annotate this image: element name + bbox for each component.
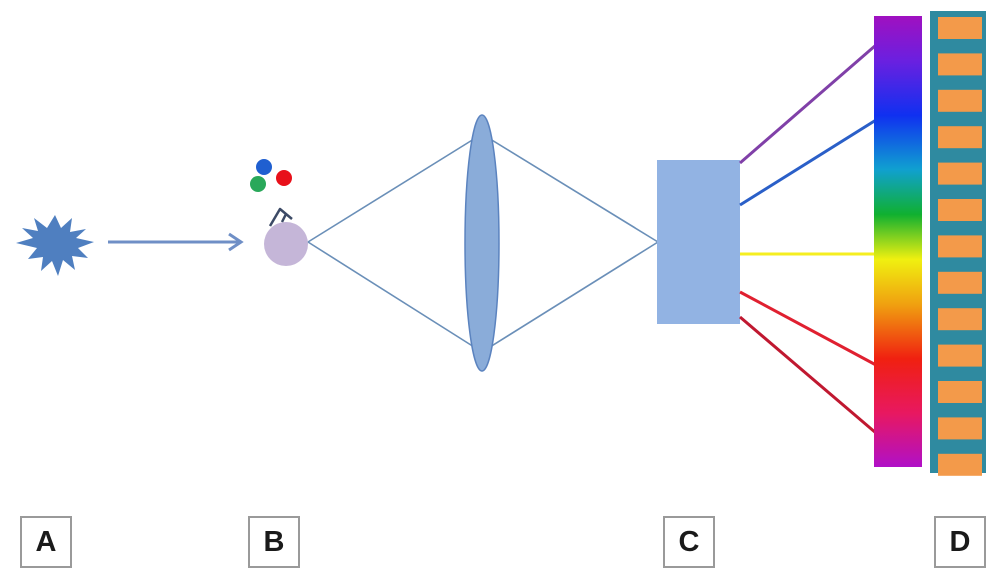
marker-red-icon <box>276 170 292 186</box>
label-c: C <box>663 516 715 568</box>
detector-pixel <box>938 17 982 39</box>
excitation-arrow <box>108 232 244 252</box>
detector-pixel <box>938 235 982 258</box>
detector-pixel <box>938 53 982 76</box>
label-d: D <box>934 516 986 568</box>
label-b: B <box>248 516 300 568</box>
ray-red <box>739 290 877 367</box>
prism-block-icon <box>657 160 740 324</box>
detector-pixel <box>938 308 982 331</box>
ray-blue <box>739 118 877 207</box>
detector-pixel <box>938 162 982 185</box>
dispersed-rays <box>739 43 877 435</box>
ray-darkred <box>739 315 877 435</box>
detector-pixel <box>938 271 982 294</box>
label-a: A <box>20 516 72 568</box>
detector-pixel <box>938 344 982 367</box>
marker-blue-icon <box>256 159 272 175</box>
pixel-array-icon <box>930 11 986 476</box>
rainbow-bar-icon <box>874 16 922 467</box>
detector-pixel <box>938 417 982 440</box>
detector-pixel <box>938 126 982 149</box>
ray-violet <box>739 43 877 165</box>
detector-pixel <box>938 453 982 476</box>
marker-green-icon <box>250 176 266 192</box>
detector-pixel <box>938 89 982 112</box>
starburst-icon <box>16 215 94 276</box>
antibody-icon <box>268 207 293 227</box>
detector-pixel <box>938 381 982 403</box>
light-collection-lines <box>307 133 659 353</box>
cell-with-antibody-icon <box>250 159 308 266</box>
lens-icon <box>464 114 500 372</box>
detector-pixel <box>938 199 982 221</box>
cell-icon <box>264 222 308 266</box>
